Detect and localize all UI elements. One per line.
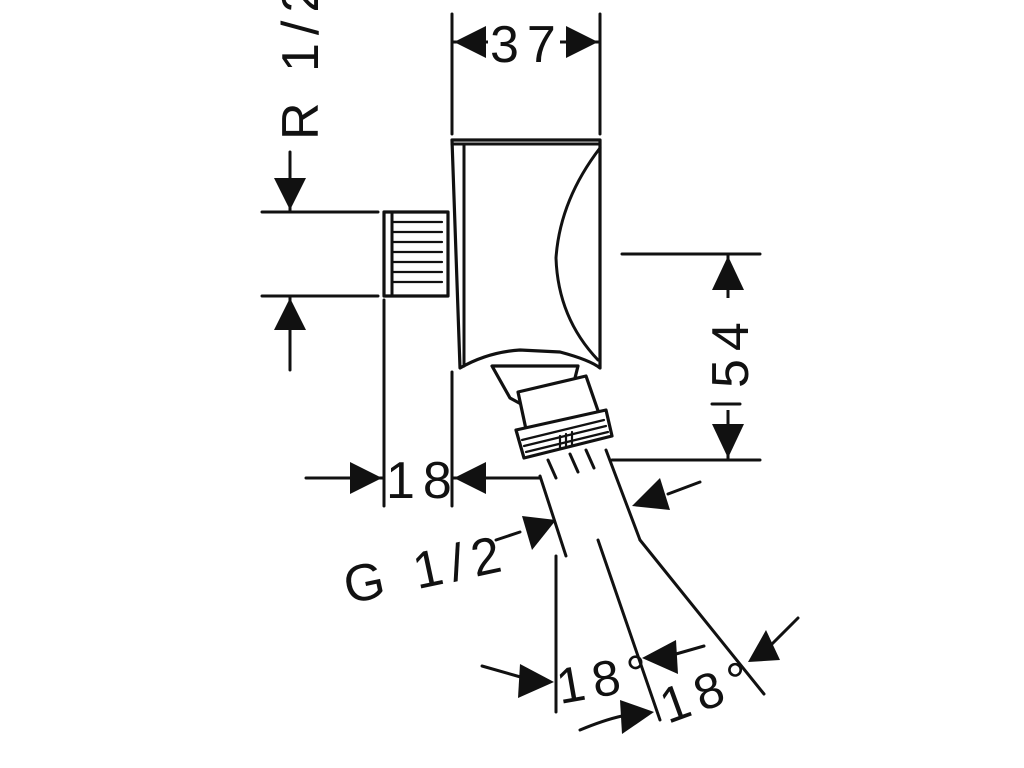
- angle-left-label: 18°: [552, 642, 660, 714]
- outlet-thread-label: G 1/2: [338, 524, 514, 615]
- inlet-thread-label: R 1/2: [272, 0, 330, 140]
- depth-label: 18: [386, 452, 460, 510]
- outlet-angle-lines: [494, 448, 766, 722]
- dimension-outlet-thread: G 1/2: [338, 524, 514, 615]
- inlet-thread: [382, 210, 450, 298]
- width-label: 37: [490, 16, 564, 74]
- dimension-width: 37: [450, 12, 602, 136]
- dimension-inlet-thread: R 1/2: [260, 0, 380, 372]
- wall-outlet-body: [450, 138, 602, 370]
- dimension-depth: 18: [304, 298, 542, 510]
- swivel-outlet: [490, 364, 614, 480]
- dimension-height: 54: [610, 252, 762, 462]
- height-label: 54: [702, 314, 760, 388]
